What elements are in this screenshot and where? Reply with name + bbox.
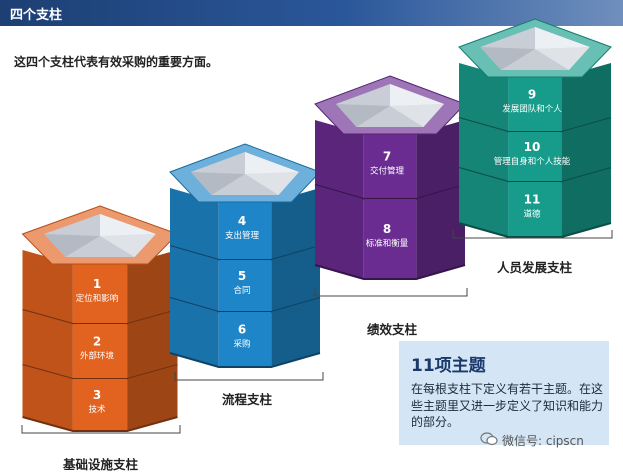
topic-segment: 9 发展团队和个人: [458, 63, 612, 133]
watermark-text: 微信号: cipscn: [502, 434, 584, 448]
topic-label: 发展团队和个人: [502, 104, 562, 115]
pillars-group: 1 定位和影响 2 外部环境 3 技术 4 支出管理 5 合同 6 采购 7 交付管理 8 标准和衡量 9 发展团…: [21, 18, 612, 432]
topic-segment: 1 定位和影响: [22, 250, 178, 325]
topic-number: 11: [524, 193, 541, 207]
pillar-label-people: 人员发展支柱: [497, 260, 573, 275]
topic-number: 6: [238, 323, 246, 337]
topic-label: 外部环境: [80, 351, 115, 362]
info-title: 11项主题: [411, 356, 486, 376]
bracket-performance: [314, 288, 468, 297]
topic-number: 4: [238, 214, 246, 228]
pillar-infrastructure: 1 定位和影响 2 外部环境 3 技术: [21, 205, 179, 432]
bracket-infrastructure: [21, 425, 181, 434]
topic-number: 7: [383, 150, 391, 164]
topic-number: 9: [528, 88, 536, 102]
intro-text: 这四个支柱代表有效采购的重要方面。: [14, 55, 219, 69]
pillar-people: 9 发展团队和个人 10 管理自身和个人技能 11 道德: [458, 18, 612, 238]
topic-segment: 7 交付管理: [314, 120, 466, 200]
topic-segment: 11 道德: [458, 168, 612, 238]
topic-label: 合同: [233, 285, 250, 296]
pillar-label-process: 流程支柱: [222, 392, 273, 407]
topic-label: 管理自身和个人技能: [494, 156, 571, 167]
topic-segment: 5 合同: [169, 246, 321, 313]
section-header-bar: 四个支柱: [0, 0, 623, 26]
topic-label: 技术: [88, 404, 106, 415]
topic-segment: 4 支出管理: [169, 188, 321, 261]
topic-number: 1: [93, 277, 101, 291]
topic-number: 2: [93, 335, 101, 349]
pillar-brackets: [21, 230, 613, 434]
topic-label: 定位和影响: [76, 293, 119, 304]
pillar-process: 4 支出管理 5 合同 6 采购: [169, 143, 321, 368]
topic-label: 采购: [233, 339, 250, 350]
topic-number: 3: [93, 388, 101, 402]
info-body: 在每根支柱下定义有若干主题。在这些主题里又进一步定义了知识和能力的部分。: [411, 382, 604, 429]
topic-label: 道德: [523, 209, 541, 220]
topic-label: 交付管理: [370, 166, 405, 177]
topic-segment: 8 标准和衡量: [314, 185, 466, 280]
pillar-performance: 7 交付管理 8 标准和衡量: [314, 75, 466, 280]
section-title: 四个支柱: [10, 8, 63, 23]
info-box: 11项主题 在每根支柱下定义有若干主题。在这些主题里又进一步定义了知识和能力的部…: [399, 341, 609, 445]
topic-number: 10: [524, 140, 541, 154]
topic-label: 标准和衡量: [366, 238, 409, 249]
bracket-people: [452, 230, 613, 239]
topic-segment: 3 技术: [22, 365, 178, 432]
topic-segment: 2 外部环境: [22, 310, 178, 380]
topic-number: 5: [238, 269, 246, 283]
pillar-label-performance: 绩效支柱: [367, 322, 418, 337]
topic-number: 8: [383, 222, 391, 236]
bracket-process: [174, 372, 324, 381]
wechat-icon: [480, 432, 498, 446]
topic-segment: 6 采购: [169, 298, 321, 368]
topic-label: 支出管理: [225, 230, 260, 241]
pillar-label-infrastructure: 基础设施支柱: [62, 457, 139, 472]
